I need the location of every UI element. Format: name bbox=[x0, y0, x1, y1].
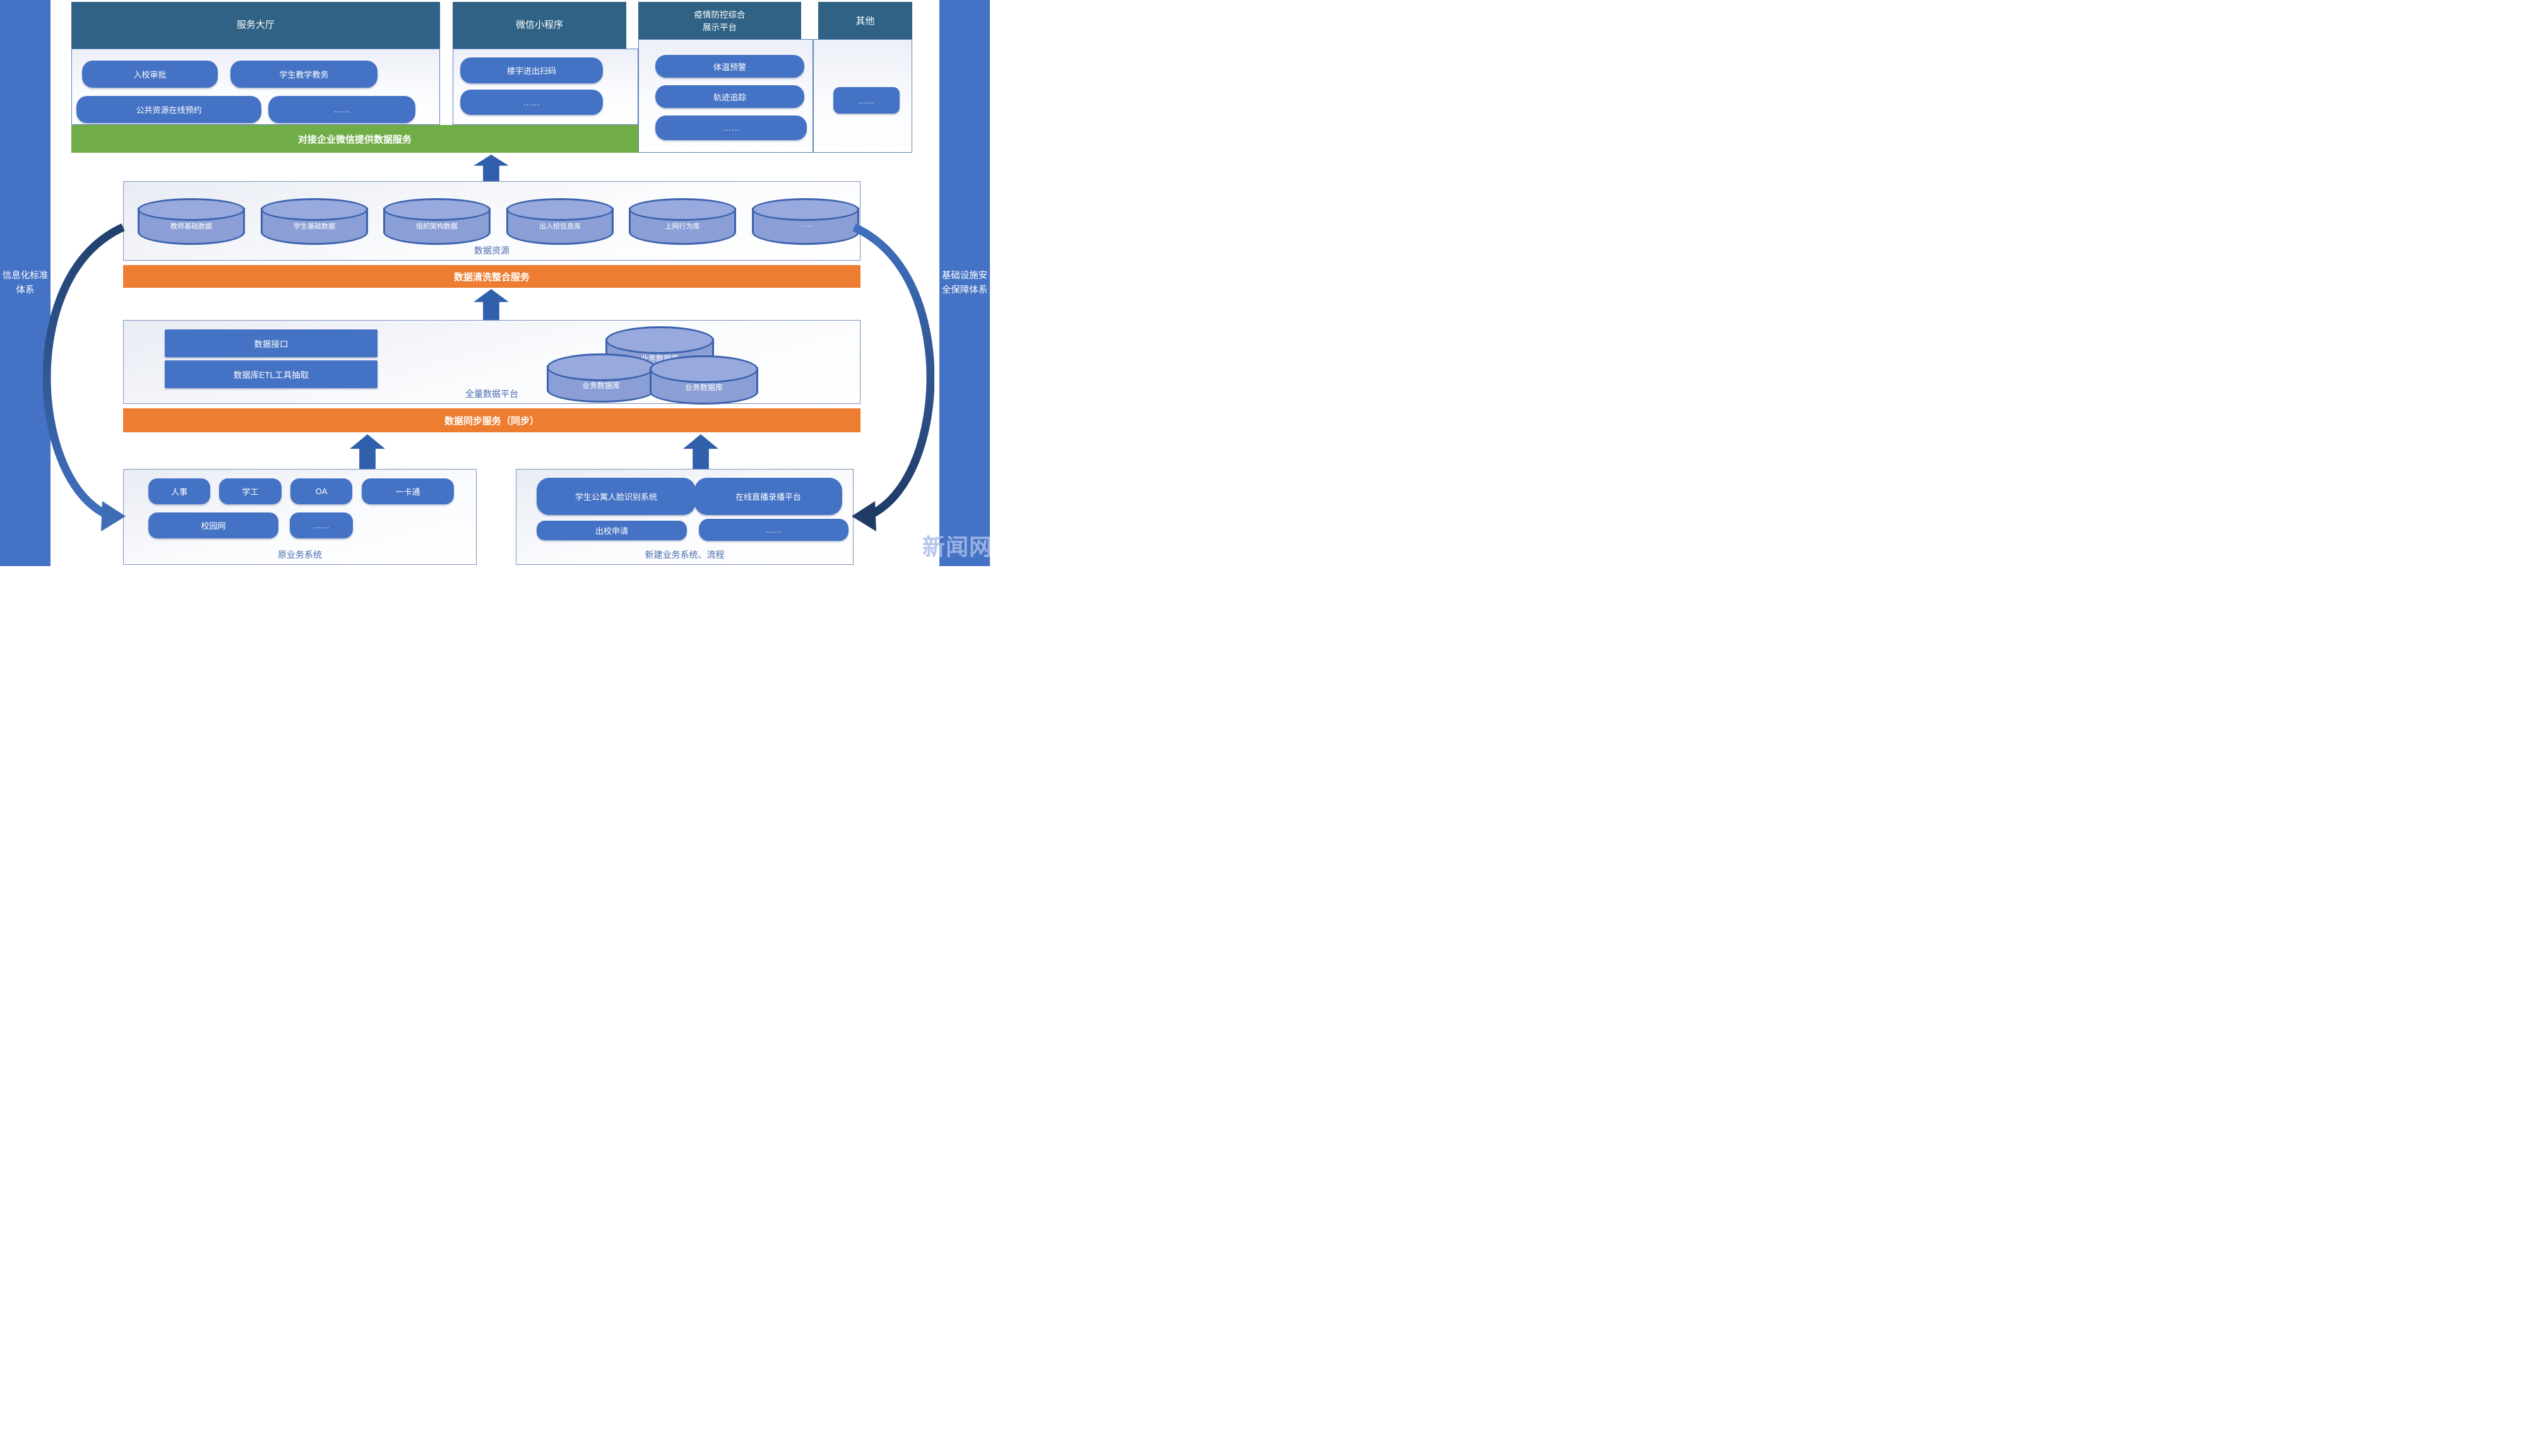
left-pillar-info-standard-system: 信息化标准 体系 bbox=[0, 0, 51, 566]
left-pillar-label: 信息化标准 体系 bbox=[2, 271, 49, 295]
cylinder-label: 业务数据库 bbox=[581, 381, 620, 390]
chip-other-more: …… bbox=[833, 87, 900, 114]
box-new-systems-label: 新建业务系统、流程 bbox=[645, 550, 725, 560]
chip-onecard-system: 一卡通 bbox=[362, 478, 454, 504]
chip-label: 楼宇进出扫码 bbox=[506, 66, 556, 76]
chip-label: …… bbox=[858, 95, 875, 105]
cylinder-business-db-right: 业务数据库 bbox=[650, 355, 758, 405]
header-wechat-miniprogram: 微信小程序 bbox=[453, 2, 626, 49]
left-curved-arrow-icon bbox=[43, 223, 126, 531]
chip-label: 人事 bbox=[170, 487, 188, 497]
header-epidemic-platform-label: 疫情防控综合 展示平台 bbox=[694, 9, 746, 32]
chip-campus-network: 校园网 bbox=[148, 512, 278, 538]
chip-label: 一卡通 bbox=[395, 487, 420, 497]
chip-epidemic-more: …… bbox=[655, 115, 807, 140]
chip-hr-system: 人事 bbox=[148, 478, 210, 504]
watermark-text: 新闻网 bbox=[922, 534, 990, 560]
chip-label: …… bbox=[765, 525, 782, 535]
bar-label: 数据清洗整合服务 bbox=[453, 271, 530, 283]
header-epidemic-platform: 疫情防控综合 展示平台 bbox=[638, 2, 801, 40]
bar-data-cleaning-service: 数据清洗整合服务 bbox=[123, 265, 860, 288]
right-pillar-infrastructure-security-system: 基础设施安 全保障体系 新闻网 bbox=[922, 0, 990, 566]
header-service-hall: 服务大厅 bbox=[71, 2, 440, 49]
header-other-label: 其他 bbox=[855, 15, 875, 27]
cylinder-label: 教师基础数据 bbox=[170, 223, 212, 230]
chip-student-affairs-system: 学工 bbox=[219, 478, 282, 504]
bar-enterprise-wechat-data-service: 对接企业微信提供数据服务 bbox=[71, 125, 638, 153]
box-legacy-systems-label: 原业务系统 bbox=[278, 550, 322, 560]
chip-label: 校园网 bbox=[201, 521, 226, 531]
cylinder-label: 业务数据库 bbox=[684, 383, 723, 392]
chip-student-teaching-affairs: 学生教学教务 bbox=[230, 61, 378, 88]
right-pillar-label: 基础设施安 全保障体系 bbox=[941, 271, 988, 295]
cylinder-teacher-base-data: 教师基础数据 bbox=[138, 198, 245, 245]
cylinder-campus-access-info: 出入校信息库 bbox=[506, 198, 614, 245]
chip-campus-entry-approval: 入校审批 bbox=[82, 61, 218, 88]
cylinder-resources-more: …… bbox=[752, 198, 859, 245]
chip-wechat-more: …… bbox=[460, 90, 603, 115]
up-arrow-icon bbox=[350, 434, 385, 469]
bar-label: 对接企业微信提供数据服务 bbox=[297, 134, 412, 145]
box-new-systems: 新建业务系统、流程 学生公寓人脸识别系统 在线直播录播平台 出校申请 …… bbox=[516, 469, 854, 565]
chip-public-resource-online-booking: 公共资源在线预约 bbox=[76, 96, 261, 123]
chip-label: 学生公寓人脸识别系统 bbox=[574, 492, 657, 502]
header-service-hall-label: 服务大厅 bbox=[236, 20, 275, 31]
chip-building-scan-code: 楼宇进出扫码 bbox=[460, 57, 603, 83]
chip-dorm-face-recognition: 学生公寓人脸识别系统 bbox=[537, 478, 696, 515]
cylinder-student-base-data: 学生基础数据 bbox=[261, 198, 368, 245]
box-full-data-platform-label: 全量数据平台 bbox=[465, 389, 518, 399]
chip-label: 公共资源在线预约 bbox=[136, 105, 202, 115]
chip-label: 轨迹追踪 bbox=[713, 92, 746, 102]
up-arrow-icon bbox=[683, 434, 718, 469]
chip-label: …… bbox=[333, 105, 350, 114]
chip-exit-campus-application: 出校申请 bbox=[537, 521, 687, 540]
chip-label: …… bbox=[523, 97, 540, 107]
chip-legacy-more: …… bbox=[290, 512, 353, 538]
chip-label: 学工 bbox=[242, 487, 259, 497]
cylinder-org-structure-data: 组织架构数据 bbox=[383, 198, 491, 245]
bar-data-sync-service: 数据同步服务（同步） bbox=[123, 408, 860, 432]
box-data-resources-label: 数据资源 bbox=[474, 246, 509, 256]
chip-label: OA bbox=[315, 487, 328, 496]
cylinder-label: 出入校信息库 bbox=[539, 223, 581, 230]
chip-label: 在线直播录播平台 bbox=[735, 492, 801, 502]
header-wechat-miniprogram-label: 微信小程序 bbox=[515, 20, 563, 31]
chip-oa-system: OA bbox=[290, 478, 352, 504]
box-legacy-systems: 原业务系统 人事 学工 OA 一卡通 校园网 …… bbox=[123, 469, 477, 565]
cylinder-label: …… bbox=[799, 221, 813, 228]
rect-data-interface: 数据接口 bbox=[165, 329, 378, 357]
chip-label: 出校申请 bbox=[595, 526, 628, 536]
chip-label: …… bbox=[313, 521, 330, 530]
architecture-diagram: 信息化标准 体系 基础设施安 全保障体系 新闻网 服务大厅 微信小程序 疫情防控… bbox=[0, 0, 990, 568]
bar-label: 数据同步服务（同步） bbox=[444, 415, 539, 427]
header-other: 其他 bbox=[818, 2, 912, 40]
cylinder-label: 组织架构数据 bbox=[416, 223, 458, 230]
cylinder-internet-behavior: 上网行为库 bbox=[629, 198, 736, 245]
box-data-resources: 数据资源 教师基础数据 学生基础数据 组织架构数据 出入校信息库 上网行为库 …… bbox=[123, 181, 860, 261]
rect-label: 数据接口 bbox=[254, 340, 289, 349]
rect-label: 数据库ETL工具抽取 bbox=[233, 370, 309, 380]
box-full-data-platform: 全量数据平台 数据接口 数据库ETL工具抽取 业务数据库 业务数据库 业务数据库 bbox=[123, 320, 860, 405]
cylinder-label: 学生基础数据 bbox=[294, 223, 335, 230]
chip-label: 体温预警 bbox=[713, 62, 746, 72]
cylinder-label: 上网行为库 bbox=[665, 223, 700, 230]
rect-etl-extraction: 数据库ETL工具抽取 bbox=[165, 360, 378, 388]
chip-label: 学生教学教务 bbox=[279, 70, 329, 80]
chip-online-live-recording-platform: 在线直播录播平台 bbox=[694, 478, 842, 515]
right-curved-arrow-icon bbox=[852, 223, 934, 531]
chip-label: …… bbox=[723, 123, 739, 133]
chip-service-hall-more: …… bbox=[268, 96, 415, 123]
chip-trajectory-tracking: 轨迹追踪 bbox=[655, 85, 804, 108]
chip-label: 入校审批 bbox=[133, 70, 167, 80]
chip-temperature-warning: 体温预警 bbox=[655, 55, 804, 78]
chip-new-systems-more: …… bbox=[699, 519, 848, 541]
up-arrow-icon bbox=[473, 155, 509, 181]
up-arrow-icon bbox=[473, 289, 509, 320]
cylinder-business-db-left: 业务数据库 bbox=[547, 353, 655, 403]
